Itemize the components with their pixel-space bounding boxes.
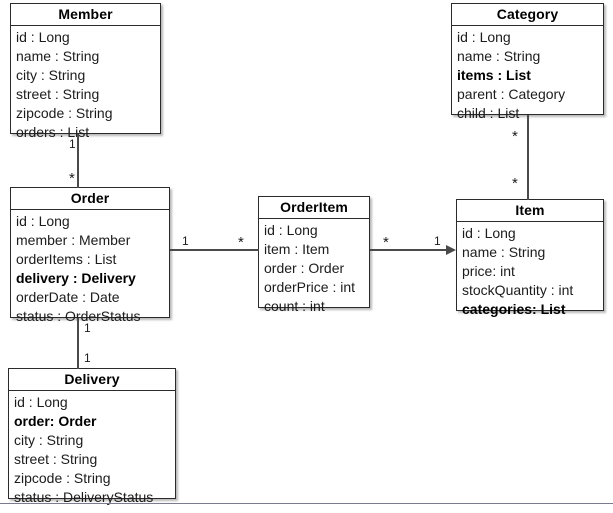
class-attributes-orderitem: id : Long item : Item order : Order orde…	[259, 219, 369, 319]
attribute-row: id : Long	[14, 394, 68, 410]
multiplicity-member-order-source: 1	[69, 137, 76, 151]
attribute-row: orders : List	[16, 124, 90, 140]
multiplicity-member-order-target: *	[69, 170, 75, 187]
attribute-row: categories: List	[462, 301, 566, 317]
attribute-row: name : String	[457, 48, 541, 64]
attribute-row: id : Long	[462, 225, 516, 241]
attribute-row: member : Member	[16, 232, 131, 248]
attribute-row: price: int	[462, 263, 515, 279]
attribute-row: child : List	[457, 105, 520, 121]
attribute-row: street : String	[14, 451, 98, 467]
attribute-row: street : String	[16, 86, 100, 102]
multiplicity-orderitem-item-source: *	[383, 234, 389, 251]
association-orderitem-item	[370, 249, 448, 251]
arrowhead-orderitem-item	[446, 245, 456, 255]
multiplicity-category-item-source: *	[512, 128, 518, 145]
class-attributes-item: id : Long name : String price: int stock…	[457, 222, 603, 322]
canvas-bottom-divider	[0, 503, 613, 504]
attribute-row: status : DeliveryStatus	[14, 489, 154, 505]
multiplicity-orderitem-item-target: 1	[434, 234, 441, 248]
attribute-row: order : Order	[264, 260, 345, 276]
class-name-member: Member	[11, 4, 160, 26]
class-box-order[interactable]: Order id : Long member : Member orderIte…	[10, 187, 170, 324]
multiplicity-category-item-target: *	[512, 175, 518, 192]
attribute-row: name : String	[462, 244, 546, 260]
class-name-orderitem: OrderItem	[259, 197, 369, 219]
association-order-delivery	[77, 318, 79, 369]
attribute-row: id : Long	[16, 29, 70, 45]
multiplicity-order-delivery-source: 1	[84, 321, 91, 335]
attribute-row: zipcode : String	[16, 105, 113, 121]
attribute-row: order: Order	[14, 413, 97, 429]
association-category-item	[527, 115, 529, 200]
class-name-category: Category	[452, 4, 603, 26]
class-attributes-delivery: id : Long order: Order city : String str…	[9, 391, 175, 510]
attribute-row: id : Long	[264, 222, 318, 238]
attribute-row: city : String	[14, 432, 84, 448]
attribute-row: status : OrderStatus	[16, 308, 141, 324]
multiplicity-order-orderitem-target: *	[238, 234, 244, 251]
attribute-row: zipcode : String	[14, 470, 111, 486]
attribute-row: orderPrice : int	[264, 279, 356, 295]
attribute-row: count : int	[264, 298, 325, 314]
class-box-category[interactable]: Category id : Long name : String items :…	[451, 3, 604, 121]
class-box-delivery[interactable]: Delivery id : Long order: Order city : S…	[8, 368, 176, 505]
multiplicity-order-orderitem-source: 1	[182, 234, 189, 248]
class-box-orderitem[interactable]: OrderItem id : Long item : Item order : …	[258, 196, 370, 314]
association-order-orderitem	[170, 249, 259, 251]
attribute-row: name : String	[16, 48, 100, 64]
class-attributes-member: id : Long name : String city : String st…	[11, 26, 160, 145]
attribute-row: city : String	[16, 67, 86, 83]
class-attributes-order: id : Long member : Member orderItems : L…	[11, 210, 169, 329]
attribute-row: item : Item	[264, 241, 330, 257]
attribute-row: stockQuantity : int	[462, 282, 574, 298]
attribute-row: id : Long	[457, 29, 511, 45]
association-member-order	[77, 134, 79, 188]
class-box-member[interactable]: Member id : Long name : String city : St…	[10, 3, 161, 140]
class-box-item[interactable]: Item id : Long name : String price: int …	[456, 199, 604, 317]
class-name-item: Item	[457, 200, 603, 222]
attribute-row: items : List	[457, 67, 531, 83]
attribute-row: delivery : Delivery	[16, 270, 136, 286]
attribute-row: id : Long	[16, 213, 70, 229]
class-attributes-category: id : Long name : String items : List par…	[452, 26, 603, 126]
attribute-row: orderDate : Date	[16, 289, 120, 305]
class-name-order: Order	[11, 188, 169, 210]
attribute-row: orderItems : List	[16, 251, 117, 267]
class-name-delivery: Delivery	[9, 369, 175, 391]
attribute-row: parent : Category	[457, 86, 566, 102]
multiplicity-order-delivery-target: 1	[84, 351, 91, 365]
